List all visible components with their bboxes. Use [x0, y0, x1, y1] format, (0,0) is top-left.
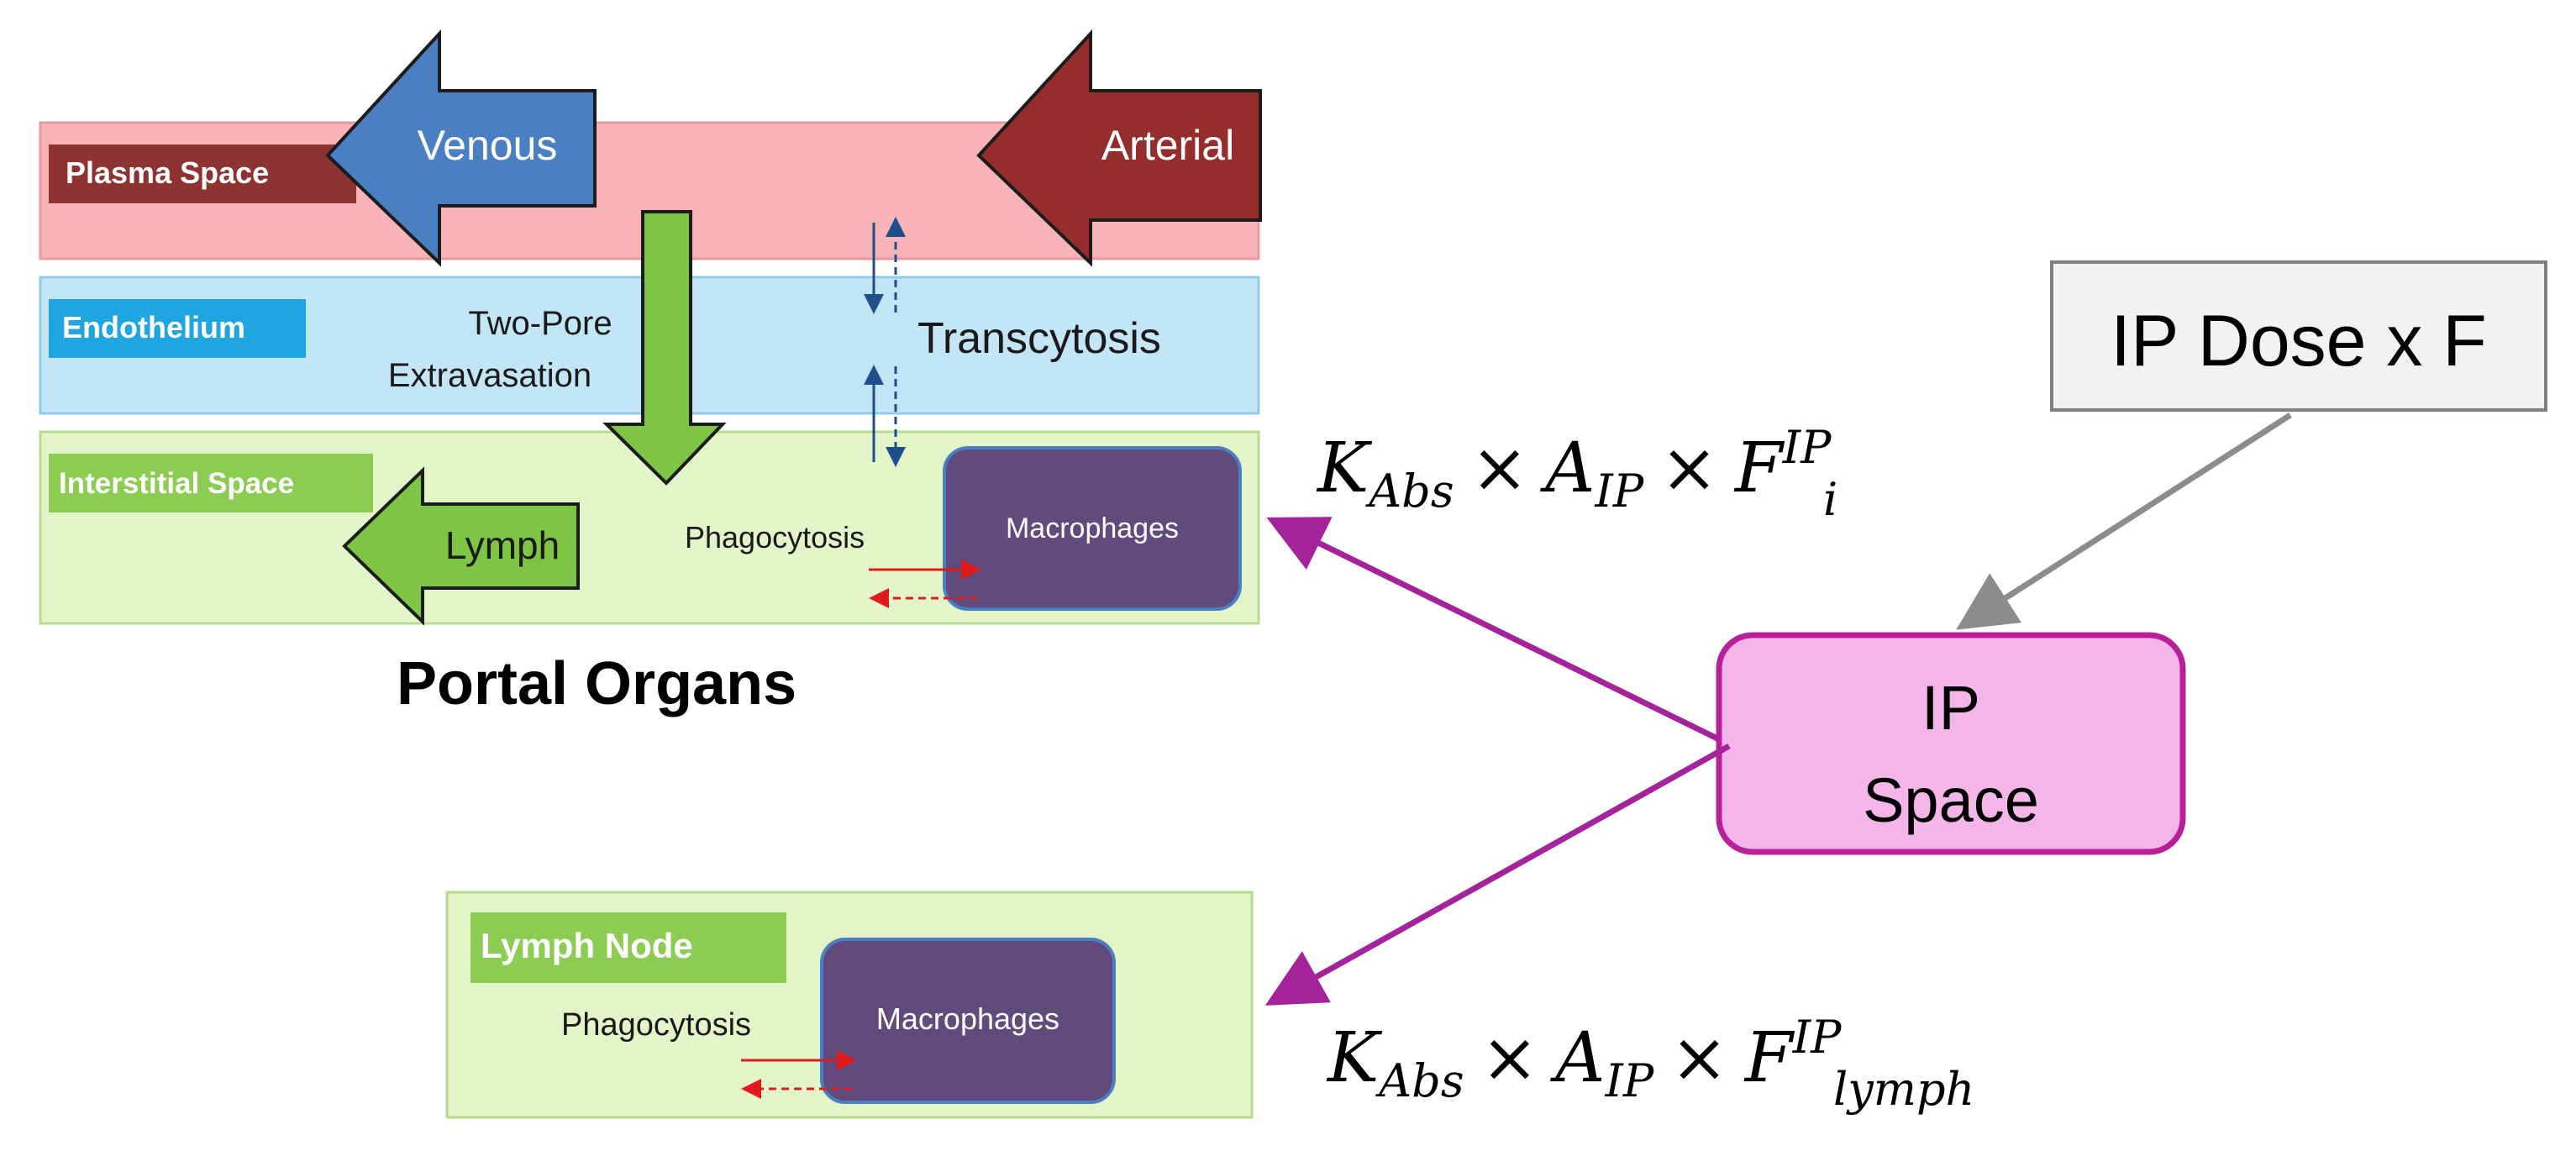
eq2-f-sup: IP: [1792, 1011, 1843, 1064]
lymph-node-label: Lymph Node: [481, 926, 693, 965]
lymph-label: Lymph: [445, 523, 560, 567]
macrophages-box: [943, 446, 1242, 611]
eq1-k: K: [1316, 428, 1373, 508]
endothelium-label: Endothelium: [62, 310, 245, 344]
ip-space-box: [1716, 632, 2186, 855]
transcytosis-label: Transcytosis: [917, 314, 1161, 363]
ip-dose-to-space-arrow: [1956, 413, 2292, 630]
ip-space-label-line2: Space: [1863, 765, 2039, 835]
eq2-k-sub: Abs: [1375, 1054, 1464, 1107]
eq2-a: A: [1549, 1018, 1605, 1098]
lymph-node-macrophages-label: Macrophages: [876, 1001, 1059, 1036]
eq1-f: F: [1733, 428, 1785, 508]
eq1-f-sup: IP: [1782, 421, 1832, 474]
extravasation-label-line2: Extravasation: [388, 357, 591, 394]
ip-dose-label: IP Dose x F: [2111, 301, 2487, 381]
arterial-arrow: [976, 29, 1262, 267]
eq2-f: F: [1743, 1018, 1795, 1098]
phagocytosis-label: Phagocytosis: [685, 520, 865, 554]
eq1-times-1: ×: [1471, 428, 1529, 508]
absorption-equation-lymph: KAbs×AIP×FIP: [1326, 1011, 1843, 1107]
eq2-k: K: [1326, 1018, 1383, 1098]
lymph-node-phagocytosis-label: Phagocytosis: [561, 1007, 751, 1043]
extravasation-label-line1: Two-Pore: [468, 305, 612, 342]
ip-to-lymph-node-arrow: [1264, 743, 1731, 1006]
eq2-a-sub: IP: [1604, 1054, 1654, 1107]
lymph-arrow: [342, 466, 580, 626]
interstitial-space-tag: [49, 454, 373, 512]
venous-label: Venous: [418, 122, 558, 169]
interstitial-space-label: Interstitial Space: [59, 467, 294, 500]
ip-to-portal-organs-arrow: [1266, 517, 1721, 743]
arterial-label: Arterial: [1101, 122, 1234, 169]
macrophages-label: Macrophages: [1006, 512, 1179, 544]
venous-arrow: [325, 29, 597, 267]
plasma-space-tag: [49, 145, 356, 203]
eq1-a-sub: IP: [1594, 465, 1644, 518]
eq2-times-1: ×: [1481, 1018, 1539, 1098]
lymph-node-tag: [471, 912, 786, 983]
eq2-f-sub: lymph: [1833, 1063, 1974, 1116]
lymph-node-macrophages-box: [820, 938, 1116, 1104]
eq1-f-sub: i: [1823, 473, 1837, 526]
endothelium-tag: [49, 299, 306, 358]
eq1-a: A: [1539, 428, 1595, 508]
ip-dose-box: [2050, 260, 2547, 412]
eq1-k-sub: Abs: [1364, 465, 1454, 518]
absorption-equation-organs: KAbs×AIP×FIP: [1316, 421, 1832, 518]
ip-space-label-line1: IP: [1921, 673, 1980, 743]
eq2-times-2: ×: [1670, 1018, 1728, 1098]
plasma-space-label: Plasma Space: [66, 155, 269, 190]
eq1-times-2: ×: [1660, 428, 1718, 508]
extravasation-arrow: [602, 210, 727, 486]
portal-organs-title: Portal Organs: [397, 650, 796, 717]
